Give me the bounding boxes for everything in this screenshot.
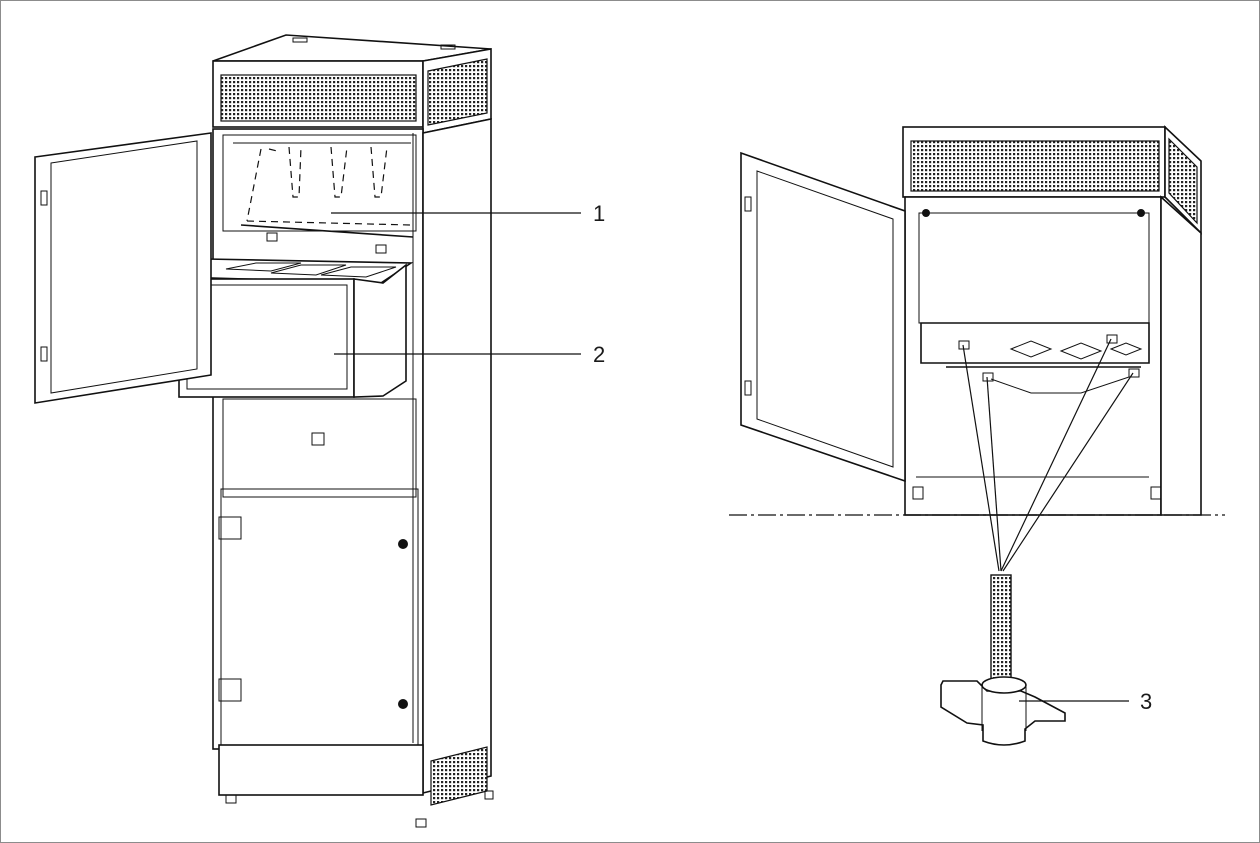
middle-panel [222,398,417,498]
fixing-leader-lines [962,338,1134,572]
front-ventilation-grille [220,74,417,122]
cabinet-front [212,128,424,750]
detail-open-door [740,151,906,483]
callout-3: 3 [1019,689,1152,714]
cabinet-base [218,744,424,796]
left-cabinet-view [34,34,494,828]
callout-2: 2 [334,342,605,367]
hinge-icon-lower [218,678,242,702]
hinge-icon-upper [218,516,242,540]
filter-box-side [353,263,407,398]
detail-front-grille [910,140,1160,192]
callout-1-label: 1 [593,201,605,226]
door-knob-lower [398,699,408,709]
lid-handle-left [292,37,308,43]
star-knob-screw-icon [940,574,1066,746]
open-door [34,132,212,404]
callout-2-label: 2 [593,342,605,367]
lid-handle-right [440,44,456,50]
filter-1-outline [246,146,412,226]
callout-3-label: 3 [1140,689,1152,714]
callout-1: 1 [331,201,605,226]
filter-rail [240,224,414,238]
side-ventilation-grille [427,58,488,126]
door-knob-upper [398,539,408,549]
right-cabinet-detail-view [729,125,1225,746]
cabinet-side [422,118,492,795]
lock-icon [311,432,325,446]
